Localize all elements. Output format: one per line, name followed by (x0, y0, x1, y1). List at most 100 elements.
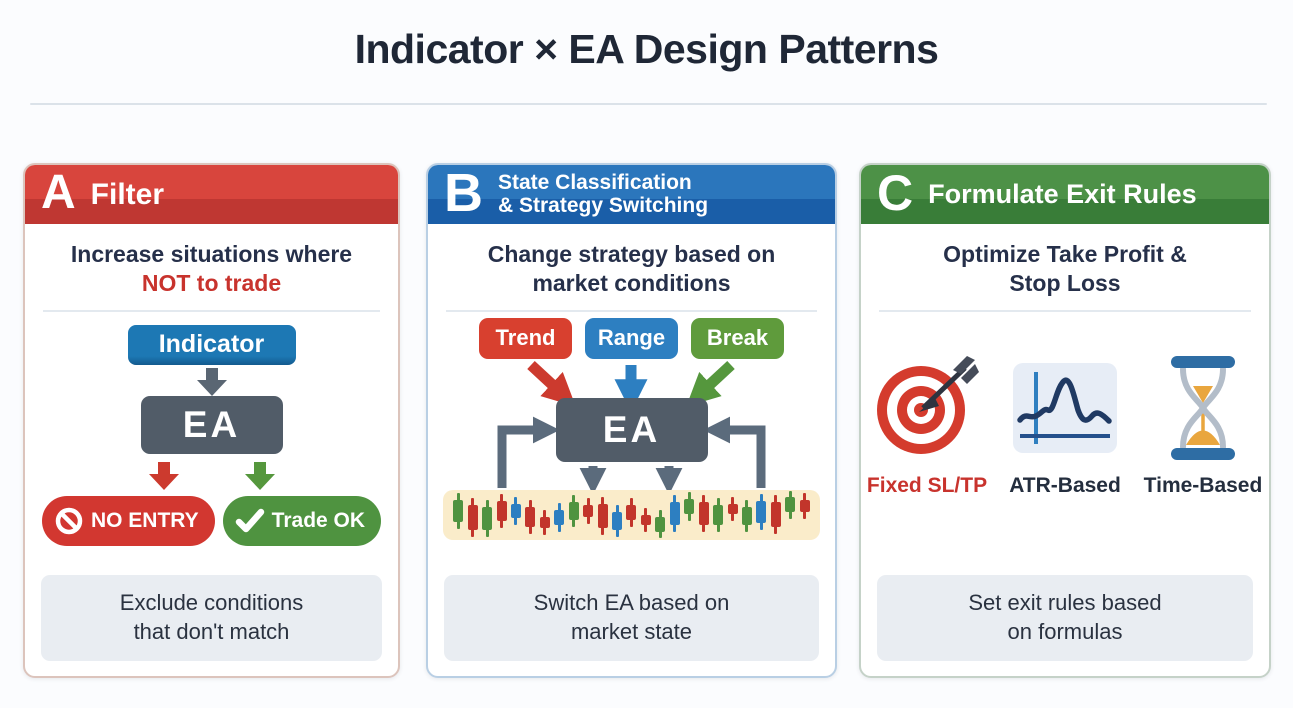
right-feedback-arrow (703, 416, 766, 488)
arrow-head (244, 473, 275, 490)
candle (639, 490, 653, 540)
lead-divider (43, 309, 380, 312)
lead-line: Stop Loss (1009, 269, 1121, 296)
arrow-stem (205, 367, 218, 380)
strategy-switch-diagram: Trend Range Break EA (428, 312, 835, 564)
lead-line-emphasis: NOT to trade (141, 269, 282, 296)
candle (538, 490, 552, 540)
candle (509, 490, 523, 540)
footer-line: Exclude conditions (119, 590, 304, 616)
card-state-title: State Classification & Strategy Switchin… (498, 172, 708, 216)
card-filter-footer: Exclude conditions that don't match (41, 575, 382, 661)
exit-rules-diagram: Fixed SL/TP ATR-Based (861, 355, 1269, 608)
market-states-row: Trend Range Break (428, 317, 835, 359)
card-letter-a: A (41, 165, 76, 219)
lead-divider (879, 309, 1251, 312)
ea-box: EA (140, 395, 283, 454)
candle (523, 490, 537, 540)
state-trend-box: Trend (479, 317, 572, 359)
candle (653, 490, 667, 540)
lead-line: Change strategy based on (487, 241, 776, 267)
arrow-head (148, 473, 179, 490)
card-state-title-line2: & Strategy Switching (498, 193, 709, 217)
arrow-stem (157, 461, 170, 474)
result-badges: NO ENTRY Trade OK (25, 495, 398, 546)
footer-line: market state (570, 619, 693, 644)
candle (465, 490, 479, 540)
card-exit-lead: Optimize Take Profit & Stop Loss (861, 224, 1269, 298)
atr-chart-icon (1012, 356, 1118, 460)
candle (668, 490, 682, 540)
footer-line: Switch EA based on (533, 590, 730, 616)
candle (696, 490, 710, 540)
lead-divider (446, 309, 817, 312)
candle (798, 490, 812, 540)
exit-method-label: ATR-Based (1009, 473, 1121, 497)
candle (451, 490, 465, 540)
candle (624, 490, 638, 540)
flow-arrows (497, 360, 766, 495)
split-arrows (25, 461, 398, 490)
trade-ok-badge: Trade OK (222, 495, 382, 546)
candle (783, 490, 797, 540)
candle (610, 490, 624, 540)
target-icon (873, 355, 981, 460)
exit-methods-row: Fixed SL/TP ATR-Based (861, 355, 1269, 498)
candle (725, 490, 739, 540)
candle (480, 490, 494, 540)
state-range-box: Range (585, 317, 678, 359)
footer-line: Set exit rules based (968, 590, 1162, 616)
down-arrow-icon (25, 367, 398, 396)
card-exit-footer: Set exit rules based on formulas (877, 575, 1253, 661)
card-exit-header: C Formulate Exit Rules (861, 165, 1269, 224)
lead-line: market conditions (532, 269, 731, 296)
card-filter-header: A Filter (25, 165, 398, 224)
card-letter-c: C (877, 164, 914, 221)
card-filter-title: Filter (90, 177, 165, 211)
left-feedback-arrow (497, 416, 560, 488)
arrow-stem (253, 461, 266, 474)
page-title: Indicator × EA Design Patterns (354, 26, 939, 72)
card-state-lead: Change strategy based on market conditio… (428, 224, 835, 298)
trade-ok-label: Trade OK (271, 508, 366, 532)
exit-method-time: Time-Based (1139, 355, 1267, 498)
card-exit-rules: C Formulate Exit Rules Optimize Take Pro… (859, 163, 1271, 678)
card-state-title-line1: State Classification (498, 171, 692, 195)
candle (494, 490, 508, 540)
candle (682, 490, 696, 540)
trade-ok-arrow-icon (244, 461, 275, 490)
exit-method-label: Fixed SL/TP (866, 473, 988, 497)
prohibition-icon (55, 507, 83, 534)
candlestick-strip (443, 489, 820, 540)
exit-method-fixed: Fixed SL/TP (863, 355, 991, 498)
arrow-head (196, 379, 227, 396)
trend-arrow (527, 360, 576, 406)
card-letter-b: B (444, 163, 483, 223)
indicator-box: Indicator (127, 324, 296, 365)
no-entry-badge: NO ENTRY (41, 495, 215, 546)
lead-line: Increase situations where (70, 241, 353, 267)
no-entry-label: NO ENTRY (90, 508, 199, 532)
exit-method-label: Time-Based (1143, 473, 1263, 497)
candle (769, 490, 783, 540)
ea-box: EA (555, 397, 708, 462)
candle (581, 490, 595, 540)
card-filter-lead: Increase situations where NOT to trade (25, 224, 398, 298)
no-entry-arrow-icon (148, 461, 179, 490)
candle (552, 490, 566, 540)
footer-line: that don't match (133, 619, 290, 644)
candle (711, 490, 725, 540)
card-filter: A Filter Increase situations where NOT t… (23, 163, 400, 678)
break-arrow (686, 360, 735, 406)
card-state-header: B State Classification & Strategy Switch… (428, 165, 835, 224)
candle (567, 490, 581, 540)
card-state-classification: B State Classification & Strategy Switch… (426, 163, 837, 678)
footer-line: on formulas (1007, 619, 1123, 644)
candle (595, 490, 609, 540)
candle (740, 490, 754, 540)
checkmark-icon (235, 508, 264, 532)
title-divider (30, 103, 1267, 105)
cards-row: A Filter Increase situations where NOT t… (23, 163, 1271, 678)
candle (754, 490, 768, 540)
